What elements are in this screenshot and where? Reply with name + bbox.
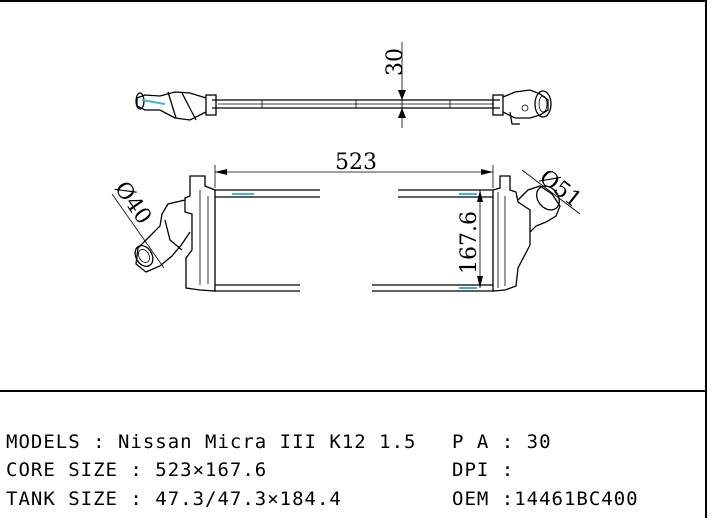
core-height-dimension: 167.6	[457, 190, 483, 288]
pa-spec: P A : 30	[452, 431, 552, 453]
front-view	[134, 175, 561, 292]
outlet-diameter-dimension: Ø51	[521, 165, 586, 215]
intercooler-drawing: 30 5	[109, 42, 586, 292]
inlet-diameter-label: Ø40	[109, 177, 156, 229]
tank-size-spec: TANK SIZE : 47.3/47.3×184.4	[6, 488, 342, 510]
frame-divider	[0, 390, 707, 392]
oem-spec: OEM :14461BC400	[452, 488, 639, 510]
inlet-diameter-dimension: Ø40	[109, 177, 165, 269]
thickness-label: 30	[383, 48, 408, 76]
drawing-frame	[0, 0, 707, 518]
top-view	[135, 89, 552, 125]
core-height-label: 167.6	[457, 211, 482, 274]
thickness-dimension: 30	[383, 42, 408, 128]
models-spec: MODELS : Nissan Micra III K12 1.5	[6, 431, 417, 453]
core-width-label: 523	[335, 150, 377, 175]
core-width-dimension: 523	[214, 150, 494, 188]
dpi-spec: DPI :	[452, 459, 515, 481]
core-size-spec: CORE SIZE : 523×167.6	[6, 459, 268, 481]
